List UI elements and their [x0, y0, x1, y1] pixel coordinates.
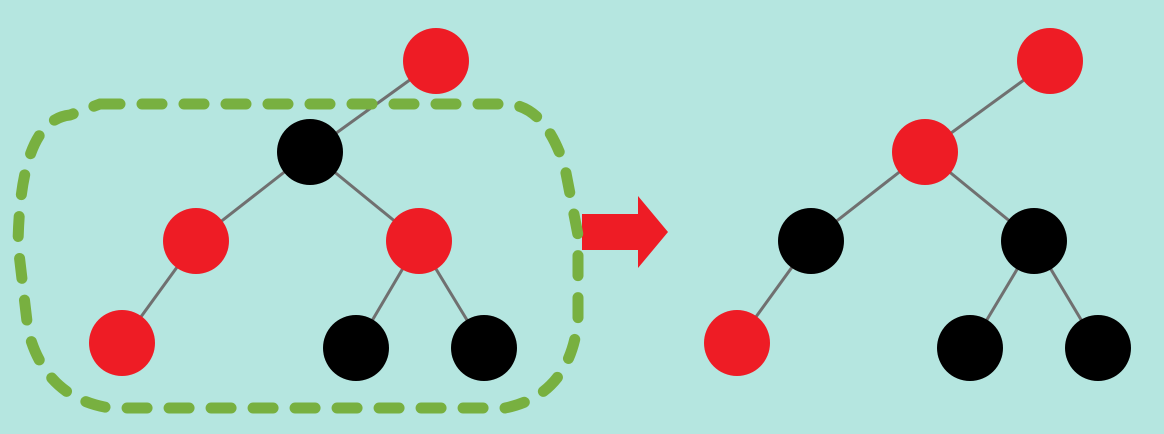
before-node-n1-black	[277, 119, 343, 185]
before-node-n3-red	[386, 208, 452, 274]
after-node-n6-black	[1065, 315, 1131, 381]
before-node-n5-black	[323, 315, 389, 381]
before-tree	[89, 28, 517, 381]
after-node-n4-red	[704, 310, 770, 376]
before-node-root-red	[403, 28, 469, 94]
before-node-n4-red	[89, 310, 155, 376]
after-node-n5-black	[937, 315, 1003, 381]
after-tree	[704, 28, 1131, 381]
after-node-root-red	[1017, 28, 1083, 94]
right-arrow-icon	[582, 196, 668, 268]
after-node-n1-red	[892, 119, 958, 185]
after-node-n2-black	[778, 208, 844, 274]
before-node-n2-red	[163, 208, 229, 274]
highlighted-subtree-outline	[12, 98, 584, 414]
after-node-n3-black	[1001, 208, 1067, 274]
before-node-n6-black	[451, 315, 517, 381]
